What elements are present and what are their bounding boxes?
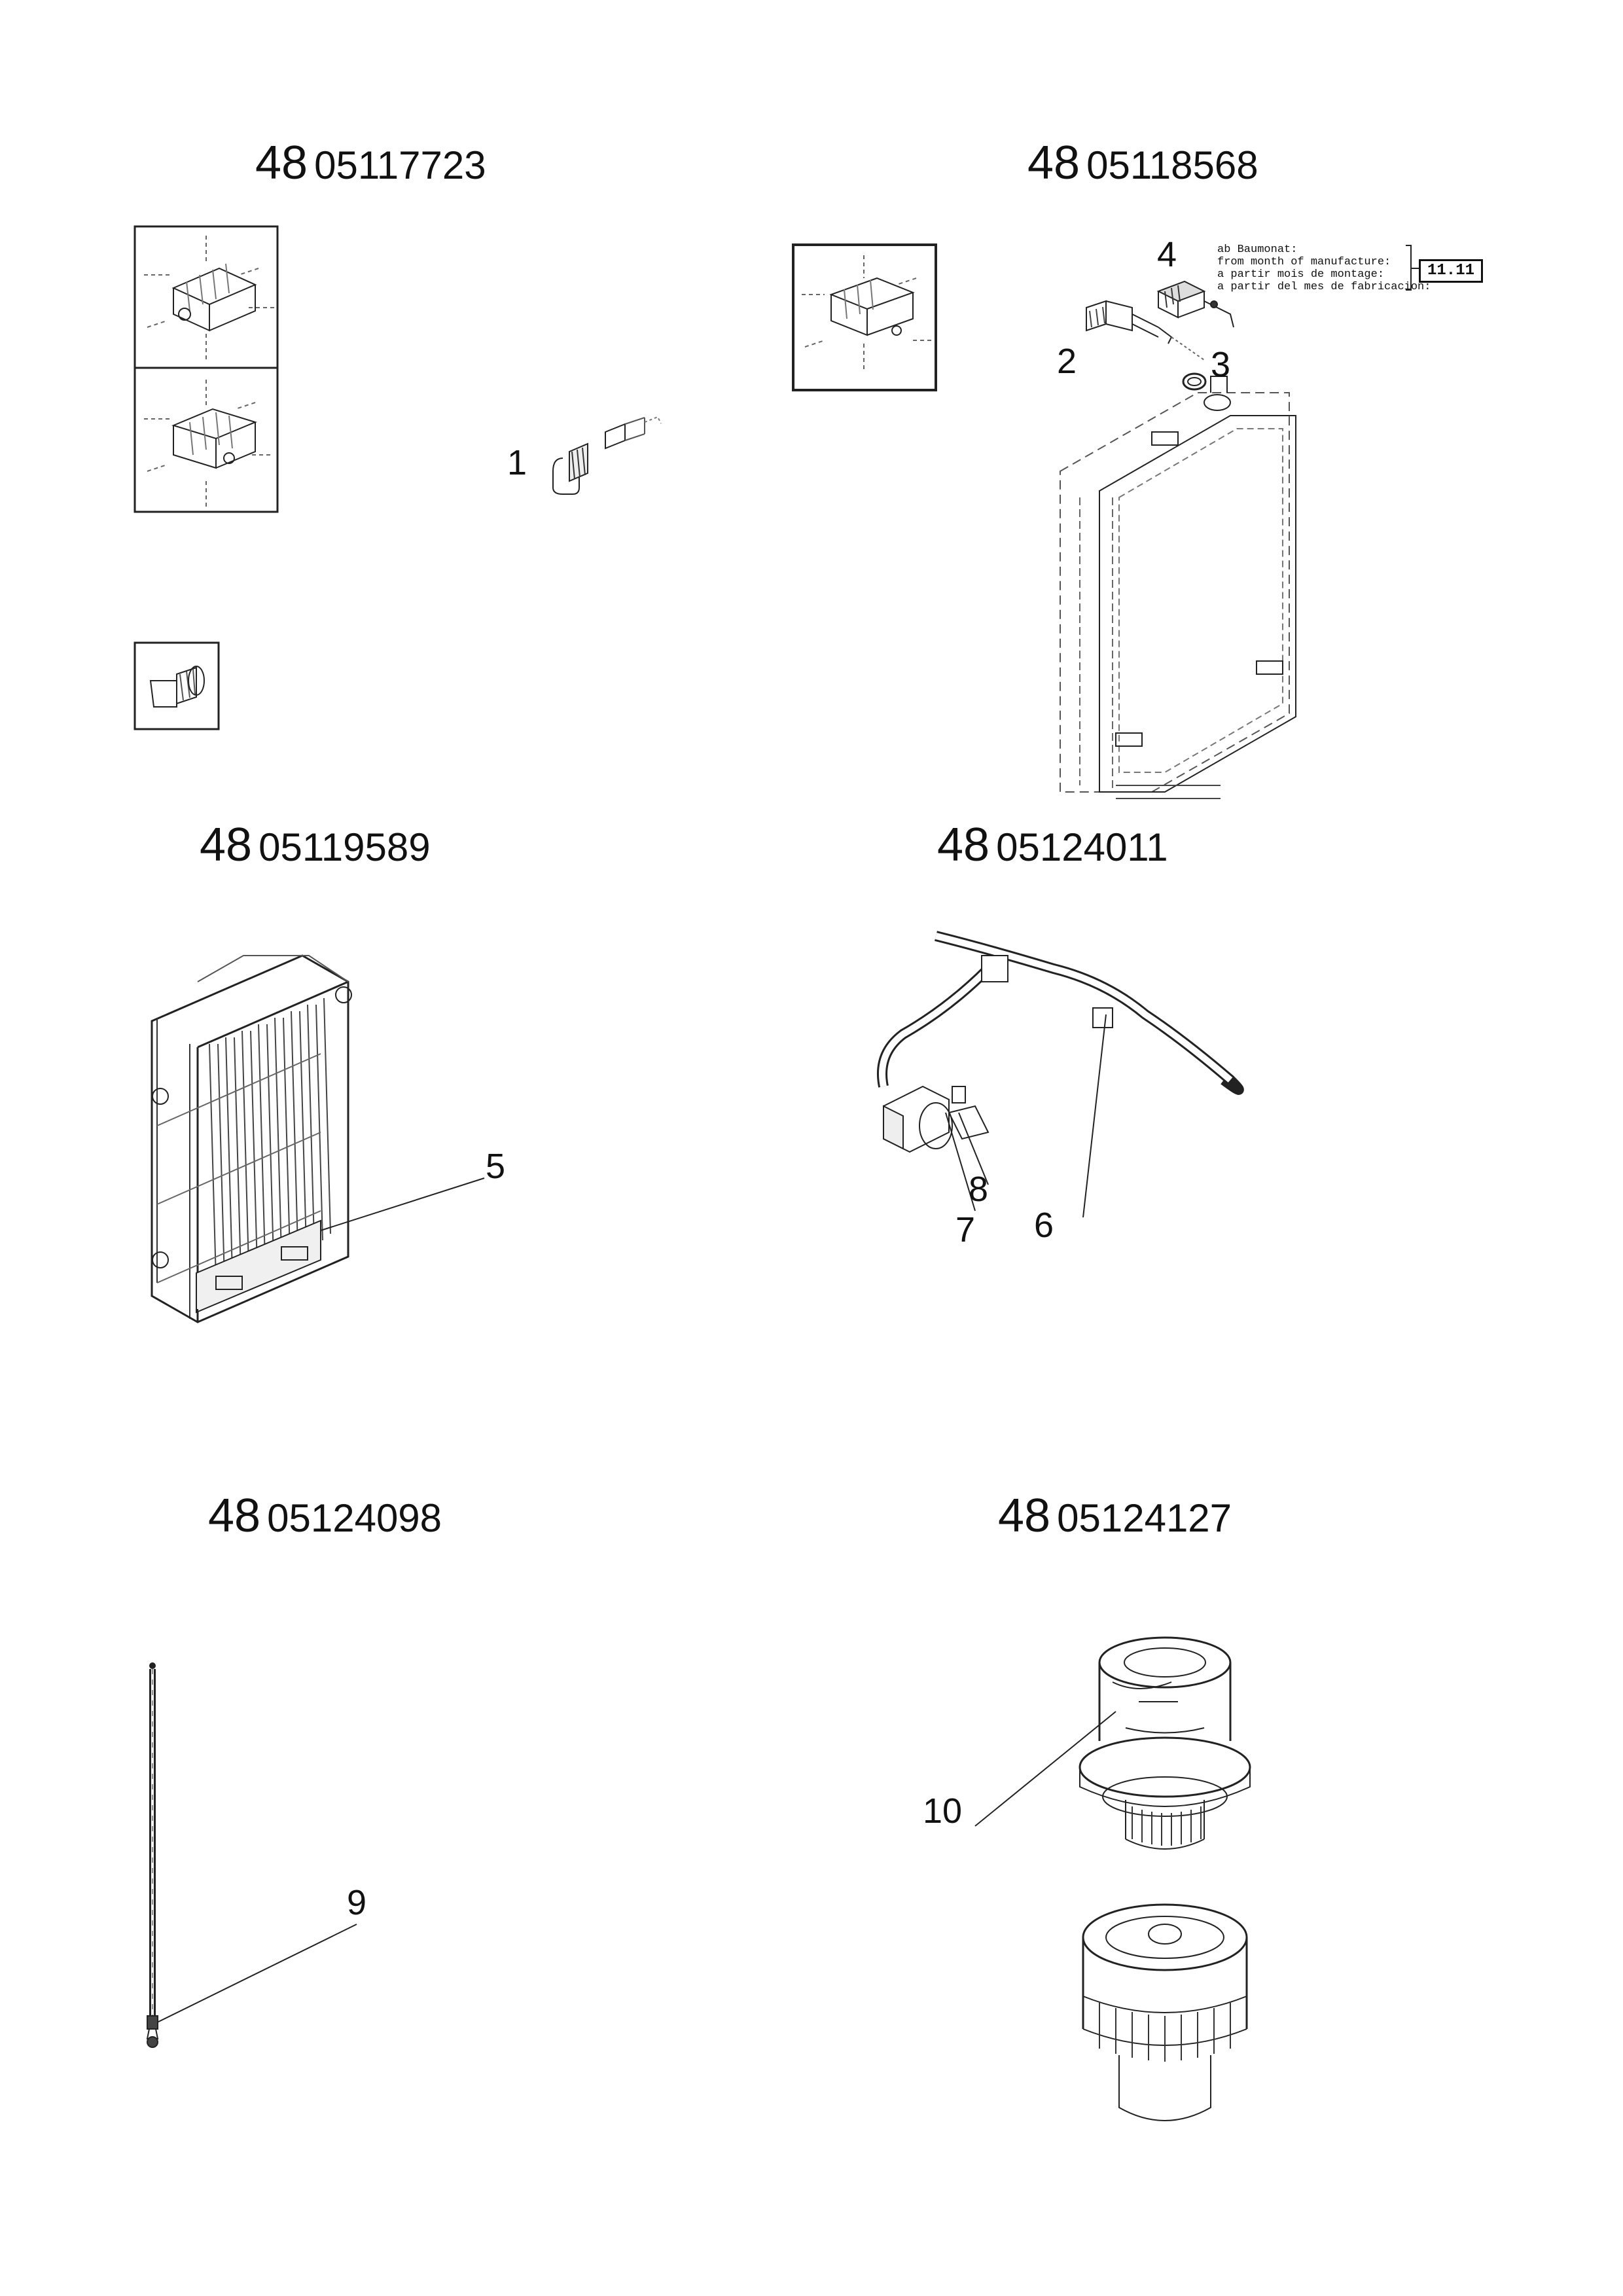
leader-lines [157, 1014, 1116, 2022]
part-number-code: 05118568 [1086, 143, 1258, 187]
manufacture-date-note: ab Baumonat:from month of manufacture:a … [1217, 243, 1431, 293]
connector-7-8 [883, 1086, 965, 1152]
callout-1: 1 [507, 443, 527, 482]
part-number-prefix: 48 [998, 1490, 1051, 1542]
note-line: ab Baumonat: [1217, 243, 1298, 256]
note-line: a partir mois de montage: [1217, 268, 1385, 281]
part-number-code: 05124127 [1057, 1496, 1232, 1540]
valve-view-frame-bottom [135, 368, 277, 512]
part-number-code: 05124098 [267, 1496, 442, 1540]
radiator [1060, 376, 1296, 798]
callout-8: 8 [969, 1170, 989, 1209]
wiring-harness-6 [882, 936, 1239, 1139]
callout-6: 6 [1034, 1206, 1054, 1245]
part-number-code: 05119589 [259, 825, 431, 869]
part-number-code: 05117723 [314, 143, 486, 187]
callout-2: 2 [1057, 342, 1077, 381]
part-number-prefix: 48 [255, 137, 308, 189]
temperature-sensor-2 [1086, 301, 1204, 360]
elbow-fitting-1 [553, 417, 661, 494]
note-line: a partir del mes de fabricacion: [1217, 281, 1431, 293]
part-number-prefix: 48 [200, 819, 253, 871]
part-number-code: 05124011 [996, 825, 1168, 869]
coupling-lower [1083, 1905, 1247, 2121]
coupling-upper-10 [1080, 1638, 1250, 1849]
elbow-fitting-frame [135, 643, 219, 729]
manufacture-date-box: 11.11 [1419, 259, 1484, 283]
part-number-prefix: 48 [937, 819, 990, 871]
callout-5: 5 [486, 1147, 506, 1186]
callout-9: 9 [347, 1883, 367, 1922]
callout-3: 3 [1211, 345, 1231, 384]
part-number-prefix: 48 [1027, 137, 1080, 189]
valve-view-frame-radiator [793, 245, 936, 390]
ecu-module [152, 956, 351, 1322]
callout-4: 4 [1157, 235, 1177, 274]
note-line: from month of manufacture: [1217, 256, 1391, 268]
temperature-sensor-4 [1158, 281, 1234, 327]
callout-10: 10 [923, 1791, 963, 1831]
oring-3 [1183, 374, 1205, 389]
cable-9 [147, 1663, 158, 2047]
callout-7: 7 [955, 1210, 976, 1249]
part-number-prefix: 48 [208, 1490, 261, 1542]
